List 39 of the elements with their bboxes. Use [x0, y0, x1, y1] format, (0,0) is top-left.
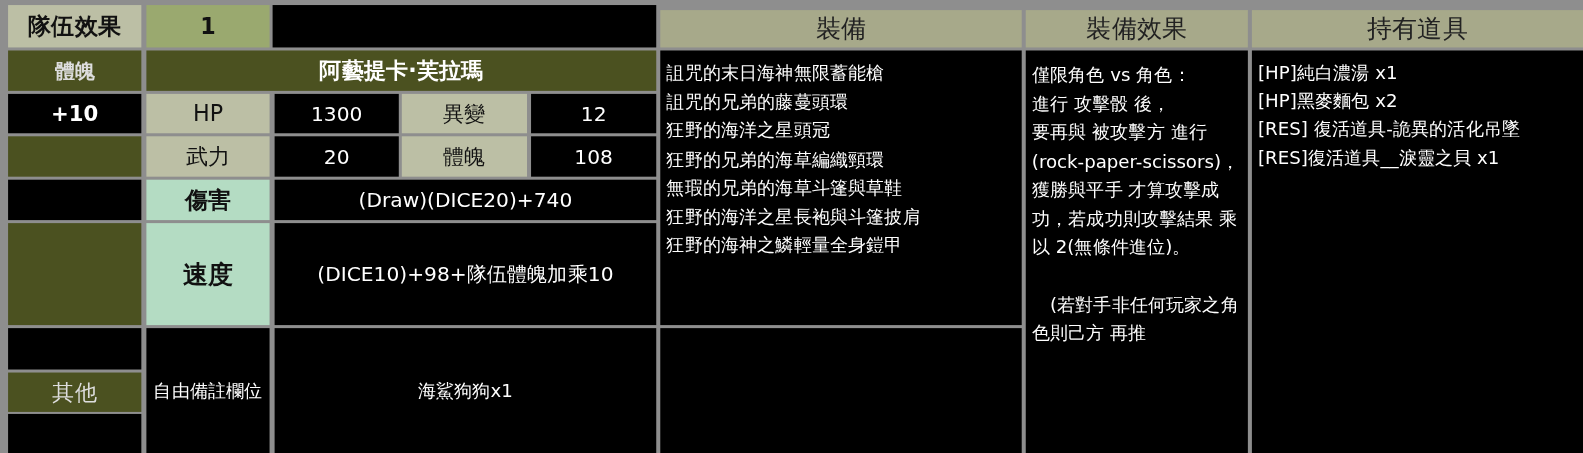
list-item: 詛咒的兄弟的藤蔓頭環 — [666, 89, 850, 114]
list-item: 狂野的海神之鱗輕量全身鎧甲 — [666, 233, 904, 258]
list-item: [HP]純白濃湯 x1 — [1257, 60, 1399, 85]
formula-cell: (DICE10)+98+隊伍體魄加乘10 — [274, 223, 657, 326]
header-label-cell: 隊伍效果 — [8, 5, 142, 48]
stat-label-cell: 武力 — [146, 136, 270, 177]
column-header-cell: 裝備 — [660, 10, 1022, 48]
formula-cell: (Draw)(DICE20)+740 — [274, 179, 657, 221]
character-name-cell: 阿藝提卡·芙拉瑪 — [146, 50, 657, 91]
effect-text-line: 獲勝與平手 才算攻擊成功，若成功則攻擊結果 乘以 2(無條件進位)。 — [1031, 177, 1239, 260]
effect-note: (若對手非任何玩家之角色則己方 再推 — [1031, 292, 1240, 346]
list-item: [RES] 復活道具-詭異的活化吊墜 — [1257, 117, 1522, 142]
list-item: 狂野的海洋之星頭冠 — [666, 118, 831, 143]
stat-label-cell: 傷害 — [146, 179, 270, 221]
stat-label-cell: 速度 — [146, 223, 270, 326]
field-label-cell: 自由備註欄位 — [146, 328, 270, 453]
row-label-cell: 其他 — [8, 372, 142, 412]
stat-label-cell: 體魄 — [401, 136, 527, 177]
column-header-cell: 持有道具 — [1251, 10, 1583, 48]
note-cell: 海鯊狗狗x1 — [274, 328, 657, 453]
cell-cell: 20 — [274, 136, 399, 177]
list-item: 狂野的海洋之星長袍與斗篷披肩 — [666, 204, 922, 229]
stat-label-cell: 異變 — [401, 93, 527, 134]
list-item: 狂野的兄弟的海草編織頸環 — [666, 146, 886, 172]
cell-cell: 1300 — [274, 93, 399, 134]
cell-cell: 108 — [531, 136, 657, 177]
list-item: 無瑕的兄弟的海草斗篷與草鞋 — [666, 175, 904, 200]
effect-text-line: 要再與 被攻擊方 進行 (rock-paper-scissors)， — [1031, 120, 1241, 174]
row-label-cell: 體魄 — [8, 50, 142, 91]
team-effect-value-cell: 1 — [146, 5, 270, 48]
effect-text-line: 僅限角色 vs 角色： — [1031, 62, 1192, 87]
column-header-cell: 裝備效果 — [1025, 10, 1248, 48]
list-item: [RES]復活道具__淚靈之貝 x1 — [1257, 145, 1501, 171]
stat-label-cell: HP — [146, 93, 270, 134]
list-item: [HP]黑麥麵包 x2 — [1257, 88, 1399, 114]
cell-cell: 12 — [531, 93, 657, 134]
stat-value-cell: +10 — [8, 93, 142, 134]
effect-text-line: 進行 攻擊骰 後， — [1031, 91, 1172, 116]
list-item: 詛咒的末日海神無限蓄能槍 — [666, 60, 886, 85]
